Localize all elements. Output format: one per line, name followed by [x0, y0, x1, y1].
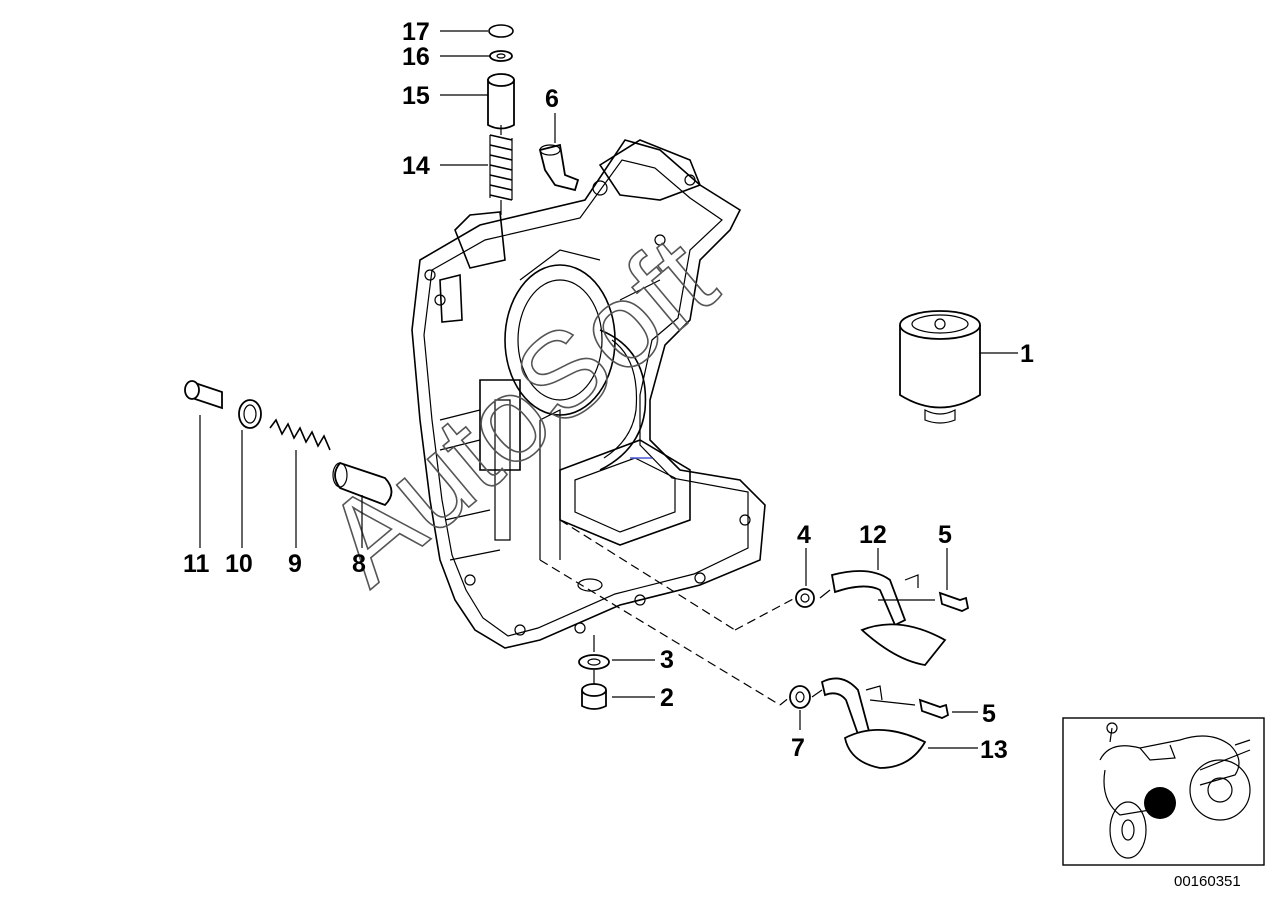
callout-5b: 5: [982, 700, 996, 728]
assembly-lines: [539, 519, 796, 706]
circlip-part: [488, 24, 514, 38]
bolt-part-upper: [938, 591, 970, 612]
callout-3: 3: [660, 646, 674, 674]
engine-housing: [411, 139, 766, 649]
retainer-washer-part: [489, 50, 513, 62]
callout-1: 1: [1020, 340, 1034, 368]
screw-plug-part: [184, 380, 223, 410]
callout-13: 13: [980, 736, 1008, 764]
seal-ring-part: [795, 588, 815, 608]
oil-pickup-upper-part: [830, 570, 947, 666]
washer-part: [578, 654, 610, 670]
callout-2: 2: [660, 684, 674, 712]
callout-16: 16: [402, 43, 430, 71]
piston-part: [332, 461, 393, 507]
elbow-fitting-part: [538, 143, 580, 192]
callout-11: 11: [183, 550, 210, 578]
callout-7: 7: [791, 734, 805, 762]
valve-spring-part: [489, 134, 513, 201]
callout-8: 8: [352, 550, 366, 578]
callout-12: 12: [859, 521, 887, 549]
oil-filter-part: [899, 310, 981, 424]
relief-piston-part: [487, 73, 515, 130]
callout-17: 17: [402, 18, 430, 46]
callout-14: 14: [402, 152, 430, 180]
leader-lines: [199, 30, 1018, 749]
callout-5a: 5: [938, 521, 952, 549]
diagram-code: 00160351: [1174, 873, 1241, 890]
callout-labels: 1 2 3 4 5 5 6 7 8 9 10 11 12 13 14 15 16…: [183, 18, 1034, 764]
callout-6: 6: [545, 85, 559, 113]
callout-4: 4: [797, 521, 811, 549]
bolt-part-lower: [918, 698, 950, 719]
drain-plug-part: [581, 683, 607, 710]
motorcycle-location-thumbnail: [1062, 717, 1265, 866]
callout-15: 15: [402, 82, 430, 110]
seal-ring-part-lower: [789, 685, 811, 709]
callout-9: 9: [288, 550, 302, 578]
watermark: AutoSoft: [301, 211, 740, 610]
o-ring-part: [238, 399, 262, 429]
location-marker: [1144, 787, 1176, 819]
oil-pickup-lower-part: [820, 677, 927, 769]
callout-10: 10: [225, 550, 253, 578]
spring-part: [269, 418, 331, 451]
